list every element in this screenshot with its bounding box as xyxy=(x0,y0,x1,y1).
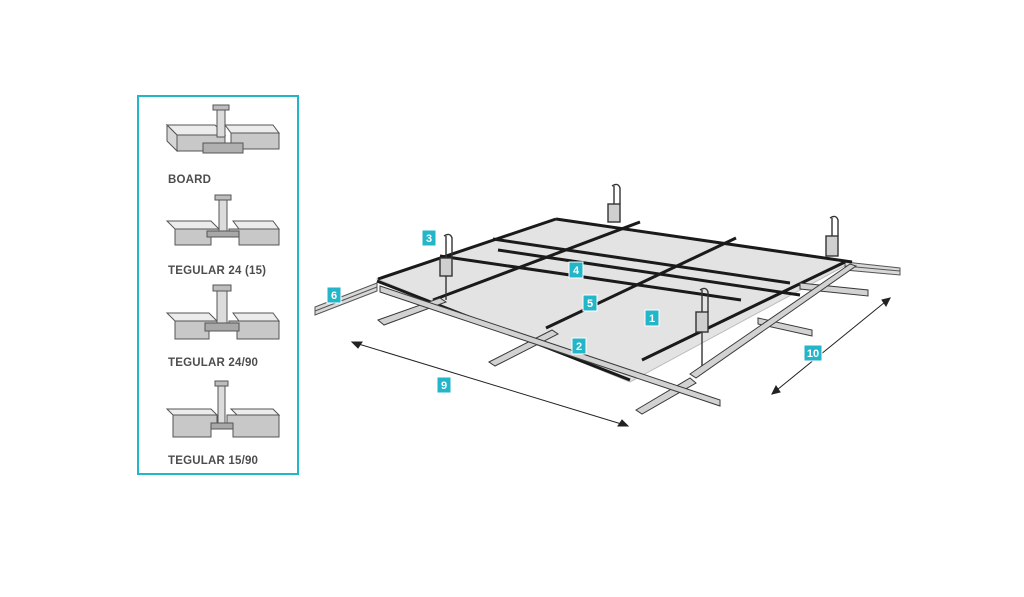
edge-type-label: TEGULAR 15/90 xyxy=(168,455,259,467)
svg-text:9: 9 xyxy=(441,380,447,392)
tegular-15-90-edge-illustration xyxy=(165,380,281,438)
callout-9-length: 9 xyxy=(436,376,452,394)
tegular-24-90-edge-illustration xyxy=(165,284,280,340)
hanger-front xyxy=(695,287,709,366)
callout-4-cross-tee: 4 xyxy=(568,261,584,279)
edge-types-panel: BOARD TEGULAR 24 (15) TEGULAR 24/90 xyxy=(137,95,299,475)
edge-type-label: BOARD xyxy=(168,174,212,186)
callout-3-hanger: 3 xyxy=(421,229,437,247)
ceiling-panel-surface xyxy=(375,218,854,383)
svg-text:3: 3 xyxy=(426,233,432,245)
wall-angle-left xyxy=(314,282,378,316)
callout-1-panel: 1 xyxy=(644,309,660,327)
callout-5-cross-tee: 5 xyxy=(582,294,598,312)
hangers xyxy=(439,183,839,366)
hanger-right xyxy=(825,215,839,257)
main-runners xyxy=(377,263,869,415)
svg-text:6: 6 xyxy=(331,290,337,302)
svg-text:2: 2 xyxy=(576,341,582,353)
svg-text:1: 1 xyxy=(649,313,655,325)
edge-type-board: BOARD xyxy=(139,103,297,187)
edge-type-label: TEGULAR 24/90 xyxy=(168,357,259,369)
dimension-line-width xyxy=(771,297,891,395)
svg-text:10: 10 xyxy=(807,348,819,360)
board-edge-illustration xyxy=(165,104,280,154)
edge-type-tegular-24-15: TEGULAR 24 (15) xyxy=(139,193,297,281)
hanger-center xyxy=(607,183,621,223)
callout-10-width: 10 xyxy=(803,344,823,362)
edge-type-tegular-24-90: TEGULAR 24/90 xyxy=(139,283,297,373)
svg-text:5: 5 xyxy=(587,298,593,310)
edge-type-label: TEGULAR 24 (15) xyxy=(168,265,267,277)
svg-text:4: 4 xyxy=(573,265,580,277)
dimension-line-length xyxy=(350,341,630,427)
grid-lines xyxy=(376,217,853,382)
callout-6-wall-angle: 6 xyxy=(326,286,342,304)
tegular-24-15-edge-illustration xyxy=(165,194,280,246)
edge-type-tegular-15-90: TEGULAR 15/90 xyxy=(139,379,297,471)
callout-2-main-runner: 2 xyxy=(571,337,587,355)
hanger-3 xyxy=(439,233,453,300)
